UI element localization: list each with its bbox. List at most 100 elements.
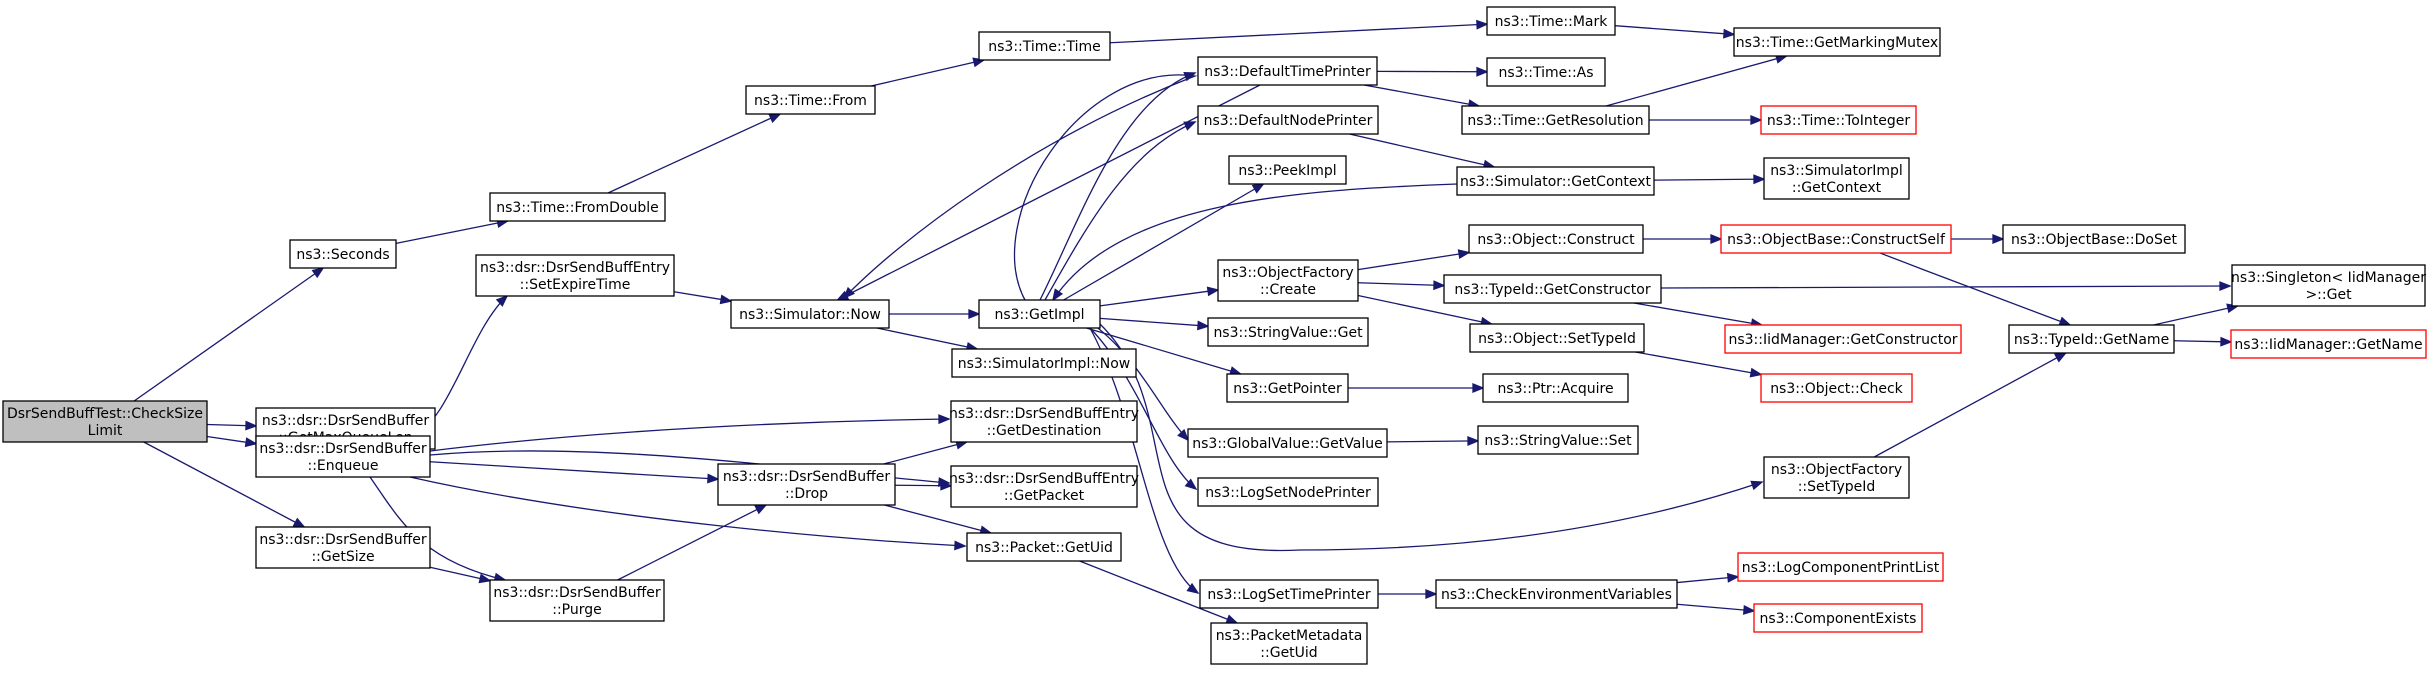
node-constructself[interactable]: ns3::ObjectBase::ConstructSelf: [1720, 224, 1952, 254]
edge-arrowhead: [1472, 383, 1485, 393]
node-box: [717, 463, 896, 506]
node-tointeger[interactable]: ns3::Time::ToInteger: [1760, 105, 1917, 135]
node-objectbasedoset[interactable]: ns3::ObjectBase::DoSet: [2002, 224, 2186, 254]
node-globalvalueget[interactable]: ns3::GlobalValue::GetValue: [1187, 428, 1388, 458]
node-getmarkingmutex[interactable]: ns3::Time::GetMarkingMutex: [1733, 27, 1941, 57]
node-label: ns3::Packet::GetUid: [975, 540, 1113, 556]
node-getpointer[interactable]: ns3::GetPointer: [1226, 373, 1349, 403]
node-packetmetadatagetuid[interactable]: ns3::PacketMetadata::GetUid: [1210, 622, 1368, 665]
node-label: ns3::ObjectFactory: [1222, 265, 1353, 281]
node-label: ns3::dsr::DsrSendBuffer: [259, 441, 426, 457]
node-peekimpl[interactable]: ns3::PeekImpl: [1228, 155, 1347, 185]
node-packetgetuid[interactable]: ns3::Packet::GetUid: [966, 532, 1122, 562]
node-box: [950, 400, 1138, 443]
node-timeas[interactable]: ns3::Time::As: [1486, 57, 1606, 87]
node-objconstruct[interactable]: ns3::Object::Construct: [1468, 224, 1644, 254]
node-box: [1737, 552, 1944, 582]
node-typeidgetconstructor[interactable]: ns3::TypeId::GetConstructor: [1443, 274, 1662, 304]
node-simimplgetcontext[interactable]: ns3::SimulatorImpl::GetContext: [1763, 157, 1910, 200]
node-box: [978, 299, 1101, 329]
node-logsetnodeprinter[interactable]: ns3::LogSetNodePrinter: [1197, 477, 1379, 507]
edge-line: [1879, 252, 2071, 326]
edge-arrowhead: [1183, 71, 1197, 82]
node-enqueue[interactable]: ns3::dsr::DsrSendBuffer::Enqueue: [255, 435, 431, 478]
node-label: ns3::ObjectBase::ConstructSelf: [1727, 232, 1946, 248]
node-box: [951, 348, 1137, 378]
node-simimplnow[interactable]: ns3::SimulatorImpl::Now: [951, 348, 1137, 378]
edge-arrowhead: [1184, 478, 1198, 491]
edge-line: [1099, 317, 1209, 327]
node-typeidgetname[interactable]: ns3::TypeId::GetName: [2008, 324, 2175, 354]
edge-line: [617, 504, 767, 581]
node-label: ns3::StringValue::Set: [1484, 433, 1632, 449]
node-seconds[interactable]: ns3::Seconds: [289, 239, 397, 269]
node-stringvalueset[interactable]: ns3::StringValue::Set: [1477, 425, 1639, 455]
node-label: ns3::TypeId::GetName: [2014, 332, 2169, 348]
node-getsize[interactable]: ns3::dsr::DsrSendBuffer::GetSize: [255, 526, 431, 569]
edge-timegetresolution-to-getmarkingmutex: [1605, 54, 1789, 107]
node-timegetresolution[interactable]: ns3::Time::GetResolution: [1461, 105, 1650, 135]
node-label: ns3::GetPointer: [1233, 381, 1342, 397]
node-defaulttimeprinter[interactable]: ns3::DefaultTimePrinter: [1197, 56, 1378, 86]
edge-arrowhead: [1183, 121, 1197, 131]
node-fromdouble[interactable]: ns3::Time::FromDouble: [489, 192, 666, 222]
node-label: ns3::Object::Check: [1770, 381, 1903, 397]
edge-line: [1097, 321, 1763, 552]
edge-arrowhead: [1726, 572, 1740, 583]
node-componentexists[interactable]: ns3::ComponentExists: [1753, 603, 1923, 633]
node-objsettypeid[interactable]: ns3::Object::SetTypeId: [1469, 323, 1645, 353]
node-purge[interactable]: ns3::dsr::DsrSendBuffer::Purge: [489, 579, 665, 622]
edge-arrowhead: [1206, 286, 1220, 297]
node-timemark[interactable]: ns3::Time::Mark: [1486, 6, 1616, 36]
node-box: [1486, 6, 1616, 36]
edge-constructself-to-typeidgetname: [1879, 252, 2072, 326]
node-now[interactable]: ns3::Simulator::Now: [730, 299, 890, 329]
node-timetime[interactable]: ns3::Time::Time: [978, 31, 1111, 61]
node-simgetcontext[interactable]: ns3::Simulator::GetContext: [1456, 166, 1655, 196]
edge-arrowhead: [1750, 115, 1763, 125]
node-box: [2230, 329, 2427, 359]
node-box: [489, 579, 665, 622]
node-label: ns3::LogSetNodePrinter: [1205, 485, 1371, 501]
node-label: ns3::dsr::DsrSendBuffer: [262, 413, 429, 429]
node-label: ns3::Time::Time: [988, 39, 1100, 55]
node-drop[interactable]: ns3::dsr::DsrSendBuffer::Drop: [717, 463, 896, 506]
edge-arrowhead: [495, 294, 509, 307]
node-getimpl[interactable]: ns3::GetImpl: [978, 299, 1101, 329]
node-getdestination[interactable]: ns3::dsr::DsrSendBuffEntry::GetDestinati…: [949, 400, 1139, 443]
node-iidmgrgetname[interactable]: ns3::IidManager::GetName: [2230, 329, 2427, 359]
edge-arrowhead: [2053, 352, 2068, 363]
edge-enqueue-to-drop: [429, 461, 720, 484]
node-logsettimeprinter[interactable]: ns3::LogSetTimePrinter: [1199, 579, 1379, 609]
node-objfactorysettypeid[interactable]: ns3::ObjectFactory::SetTypeId: [1763, 456, 1910, 499]
node-objectcheck[interactable]: ns3::Object::Check: [1760, 373, 1913, 403]
edges-layer: [133, 19, 2240, 624]
node-stringvalueget[interactable]: ns3::StringValue::Get: [1207, 317, 1369, 347]
edge-drop-to-getdestination: [883, 439, 969, 465]
edge-line: [1605, 55, 1787, 107]
node-iidmgrgetconstructor[interactable]: ns3::IidManager::GetConstructor: [1724, 324, 1962, 354]
edge-line: [2153, 305, 2238, 326]
node-label: ns3::DefaultTimePrinter: [1204, 64, 1371, 80]
node-objfactorycreate[interactable]: ns3::ObjectFactory::Create: [1217, 259, 1359, 302]
node-label: ::GetPacket: [1004, 488, 1085, 504]
edge-constructself-to-objectbasedoset: [1951, 234, 2005, 244]
edge-arrowhead: [1749, 367, 1763, 378]
node-box: [2008, 324, 2175, 354]
node-label: ns3::ComponentExists: [1760, 611, 1917, 627]
node-box: [1733, 27, 1941, 57]
node-setexpiretime[interactable]: ns3::dsr::DsrSendBuffEntry::SetExpireTim…: [475, 254, 675, 297]
node-label: ns3::TypeId::GetConstructor: [1454, 282, 1650, 298]
node-singletonget[interactable]: ns3::Singleton< IidManager >::Get: [2231, 264, 2426, 307]
node-checkenv[interactable]: ns3::CheckEnvironmentVariables: [1435, 579, 1678, 609]
node-box: [1210, 622, 1368, 665]
node-box: [1226, 373, 1349, 403]
node-label: ns3::dsr::DsrSendBuffer: [493, 585, 660, 601]
node-defaultnodeprinter[interactable]: ns3::DefaultNodePrinter: [1197, 105, 1379, 135]
edge-checkenv-to-componentexists: [1676, 603, 1756, 615]
node-logcomponentprintlist[interactable]: ns3::LogComponentPrintList: [1737, 552, 1944, 582]
node-from[interactable]: ns3::Time::From: [745, 85, 876, 115]
node-getpacket[interactable]: ns3::dsr::DsrSendBuffEntry::GetPacket: [949, 465, 1139, 508]
node-ptracquire[interactable]: ns3::Ptr::Acquire: [1482, 373, 1629, 403]
